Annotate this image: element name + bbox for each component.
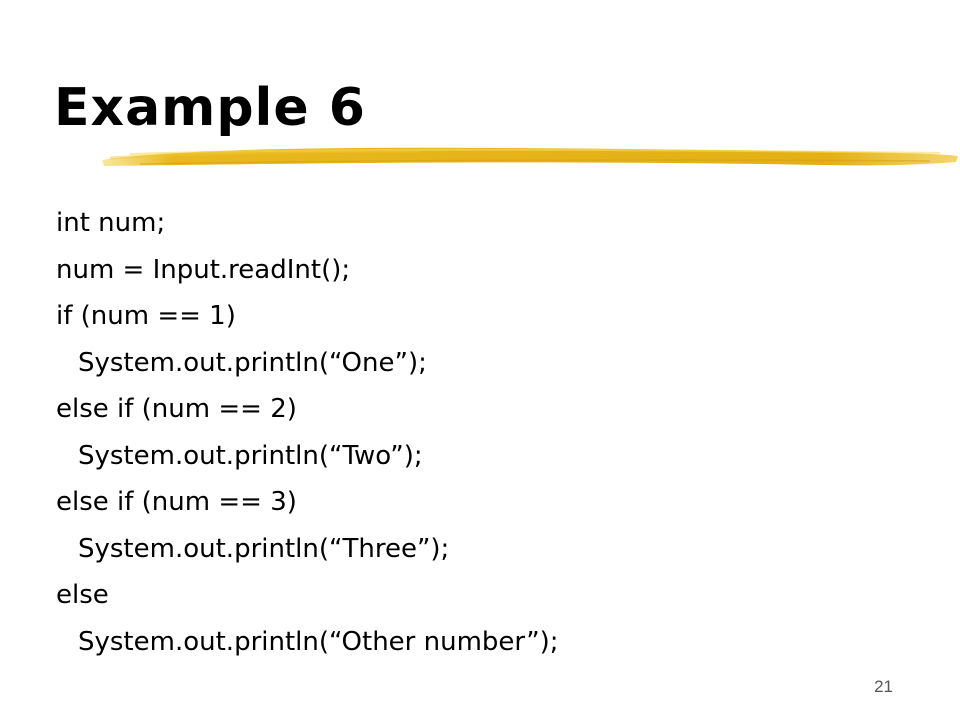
title-underline-brushstroke (102, 147, 958, 166)
code-line: int num; (56, 208, 166, 238)
code-line: System.out.println(“Other number”); (78, 626, 559, 657)
slide-number: 21 (874, 677, 893, 696)
code-line: else if (num == 3) (56, 487, 297, 517)
code-line: System.out.println(“Two”); (78, 440, 423, 471)
code-block: int num; num = Input.readInt(); if (num ==… (56, 200, 559, 665)
code-line: else (56, 580, 109, 610)
slide-title: Example 6 (54, 78, 366, 138)
code-line: if (num == 1) (56, 301, 236, 331)
code-line: System.out.println(“Three”); (78, 533, 450, 564)
code-line: num = Input.readInt(); (56, 254, 351, 285)
code-line: System.out.println(“One”); (78, 347, 427, 378)
code-line: else if (num == 2) (56, 394, 297, 424)
